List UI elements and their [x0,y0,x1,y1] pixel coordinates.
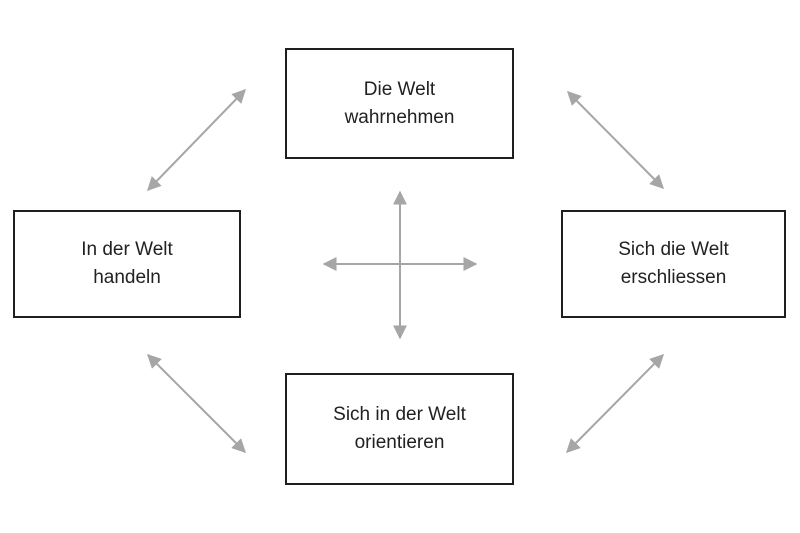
arrow-bottom-left-diagonal-icon [147,354,246,453]
box-sich-die-welt-erschliessen: Sich die Welt erschliessen [561,210,786,318]
box-label-line: wahrnehmen [344,106,455,128]
box-in-der-welt-handeln: In der Welt handeln [13,210,241,318]
box-label-line: handeln [93,267,161,288]
box-die-welt-wahrnehmen: Die Welt wahrnehmen [285,48,514,159]
box-label-line: orientieren [354,432,445,453]
box-label-line: Sich die Welt [618,239,729,260]
box-label-line: In der Welt [81,239,173,260]
arrow-top-left-diagonal-icon [147,88,246,192]
box-label-line: Die Welt [363,78,436,100]
arrow-top-right-diagonal-icon [567,91,664,189]
arrow-bottom-right-diagonal-icon [566,354,664,453]
box-label-line: erschliessen [620,267,727,288]
box-label-line: Sich in der Welt [333,404,466,425]
box-sich-in-der-welt-orientieren: Sich in der Welt orientieren [285,373,514,485]
